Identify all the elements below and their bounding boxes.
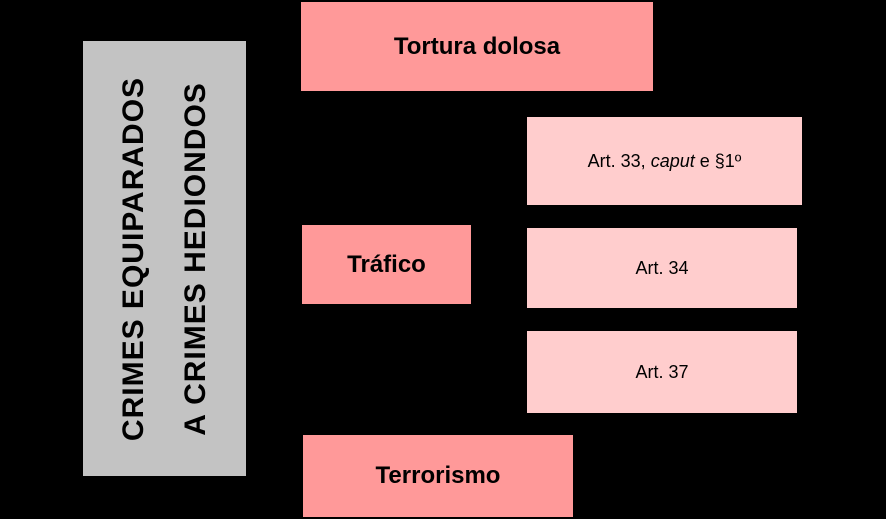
node-art-37: Art. 37 — [527, 331, 797, 413]
node-art-34-label: Art. 34 — [635, 257, 689, 278]
category-label: CRIMES EQUIPARADOS A CRIMES HEDIONDOS — [103, 76, 227, 440]
node-trafico: Tráfico — [302, 225, 471, 304]
node-terrorismo: Terrorismo — [303, 435, 573, 517]
node-art-33-label-caput-italic: caput — [650, 150, 695, 171]
node-art-33-label: Art. 33, caput e §1º — [588, 151, 742, 172]
node-art-33-label-prefix: Art. 33, — [587, 150, 651, 171]
category-label-line1: CRIMES EQUIPARADOS — [116, 76, 150, 441]
node-tortura-dolosa-label: Tortura dolosa — [393, 32, 561, 60]
node-trafico-label: Tráfico — [347, 250, 426, 278]
node-art-37-label: Art. 37 — [635, 361, 689, 382]
category-label-line2: A CRIMES HEDIONDOS — [178, 81, 212, 436]
node-art-33-label-suffix: e §1º — [694, 150, 742, 171]
node-art-33: Art. 33, caput e §1º — [527, 117, 802, 205]
node-terrorismo-label: Terrorismo — [375, 462, 501, 489]
node-tortura-dolosa: Tortura dolosa — [301, 2, 653, 91]
node-art-34: Art. 34 — [527, 228, 797, 308]
category-box-crimes-equiparados: CRIMES EQUIPARADOS A CRIMES HEDIONDOS — [83, 41, 246, 476]
